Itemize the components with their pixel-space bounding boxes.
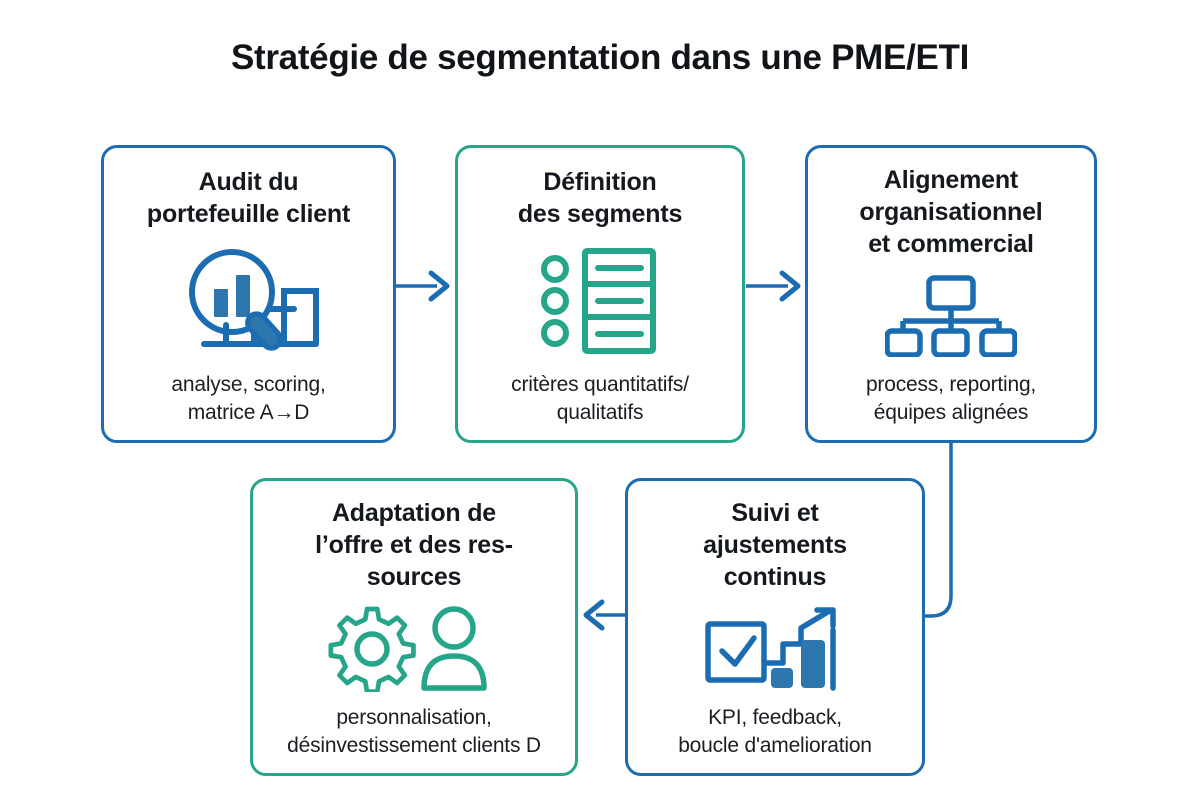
step-subtitle-line: KPI, feedback,	[708, 706, 842, 730]
step-title-line: continus	[723, 563, 827, 591]
connector-definition-to-alignement	[744, 265, 810, 307]
step-title-line: l’offre et des res-	[315, 531, 513, 559]
step-card-suivi[interactable]: Suivi et ajustements continus KPI,	[625, 478, 925, 776]
step-subtitle-line: process, reporting,	[865, 373, 1037, 397]
step-subtitle-line: personnalisation,	[336, 706, 492, 730]
step-title-line: portefeuille client	[146, 200, 351, 228]
step-subtitle-alignement: process, reporting, équipes alignées	[866, 371, 1036, 426]
step-subtitle-line: équipes alignées	[873, 400, 1029, 424]
step-subtitle-suivi: KPI, feedback, boucle d'amelioration	[678, 704, 872, 759]
step-title-audit: Audit du portefeuille client	[147, 166, 350, 230]
step-title-alignement: Alignement organisationnel et commercial	[859, 164, 1042, 260]
step-title-line: Définition	[543, 168, 657, 196]
step-subtitle-audit: analyse, scoring, matrice A→D	[171, 371, 325, 426]
step-card-definition[interactable]: Définition des segments critères quantit…	[455, 145, 745, 443]
step-subtitle-line: matrice A→D	[187, 400, 310, 424]
step-title-suivi: Suivi et ajustements continus	[703, 497, 847, 593]
step-subtitle-line: analyse, scoring,	[171, 373, 326, 397]
step-title-line: ajustements	[703, 531, 847, 559]
step-subtitle-line: qualitatifs	[556, 400, 644, 424]
checklist-rows-icon	[468, 230, 732, 371]
step-title-line: organisationnel	[859, 198, 1043, 226]
step-subtitle-line: boucle d'amelioration	[678, 733, 872, 757]
step-subtitle-line: critères quantitatifs/	[511, 373, 689, 397]
step-title-line: et commercial	[868, 230, 1034, 258]
page-title: Stratégie de segmentation dans une PME/E…	[230, 38, 970, 77]
org-chart-icon	[818, 260, 1084, 371]
step-title-line: Suivi et	[731, 499, 819, 527]
step-title-definition: Définition des segments	[517, 166, 683, 230]
step-subtitle-line: désinvestissement clients D	[287, 733, 541, 757]
checkbox-growth-chart-icon	[638, 593, 912, 704]
step-title-line: Alignement	[883, 166, 1019, 194]
step-title-line: des segments	[517, 200, 683, 228]
step-title-line: Audit du	[198, 168, 299, 196]
magnifier-bar-chart-icon	[114, 230, 383, 371]
step-subtitle-definition: critères quantitatifs/ qualitatifs	[511, 371, 689, 426]
step-card-alignement[interactable]: Alignement organisationnel et commercial…	[805, 145, 1097, 443]
step-card-audit[interactable]: Audit du portefeuille client	[101, 145, 396, 443]
gear-person-icon	[263, 593, 565, 704]
step-card-adaptation[interactable]: Adaptation de l’offre et des res- source…	[250, 478, 578, 776]
step-title-adaptation: Adaptation de l’offre et des res- source…	[315, 497, 513, 593]
connector-audit-to-definition	[393, 265, 459, 307]
step-subtitle-adaptation: personnalisation, désinvestissement clie…	[287, 704, 541, 759]
step-title-line: sources	[366, 563, 462, 591]
step-title-line: Adaptation de	[331, 499, 497, 527]
